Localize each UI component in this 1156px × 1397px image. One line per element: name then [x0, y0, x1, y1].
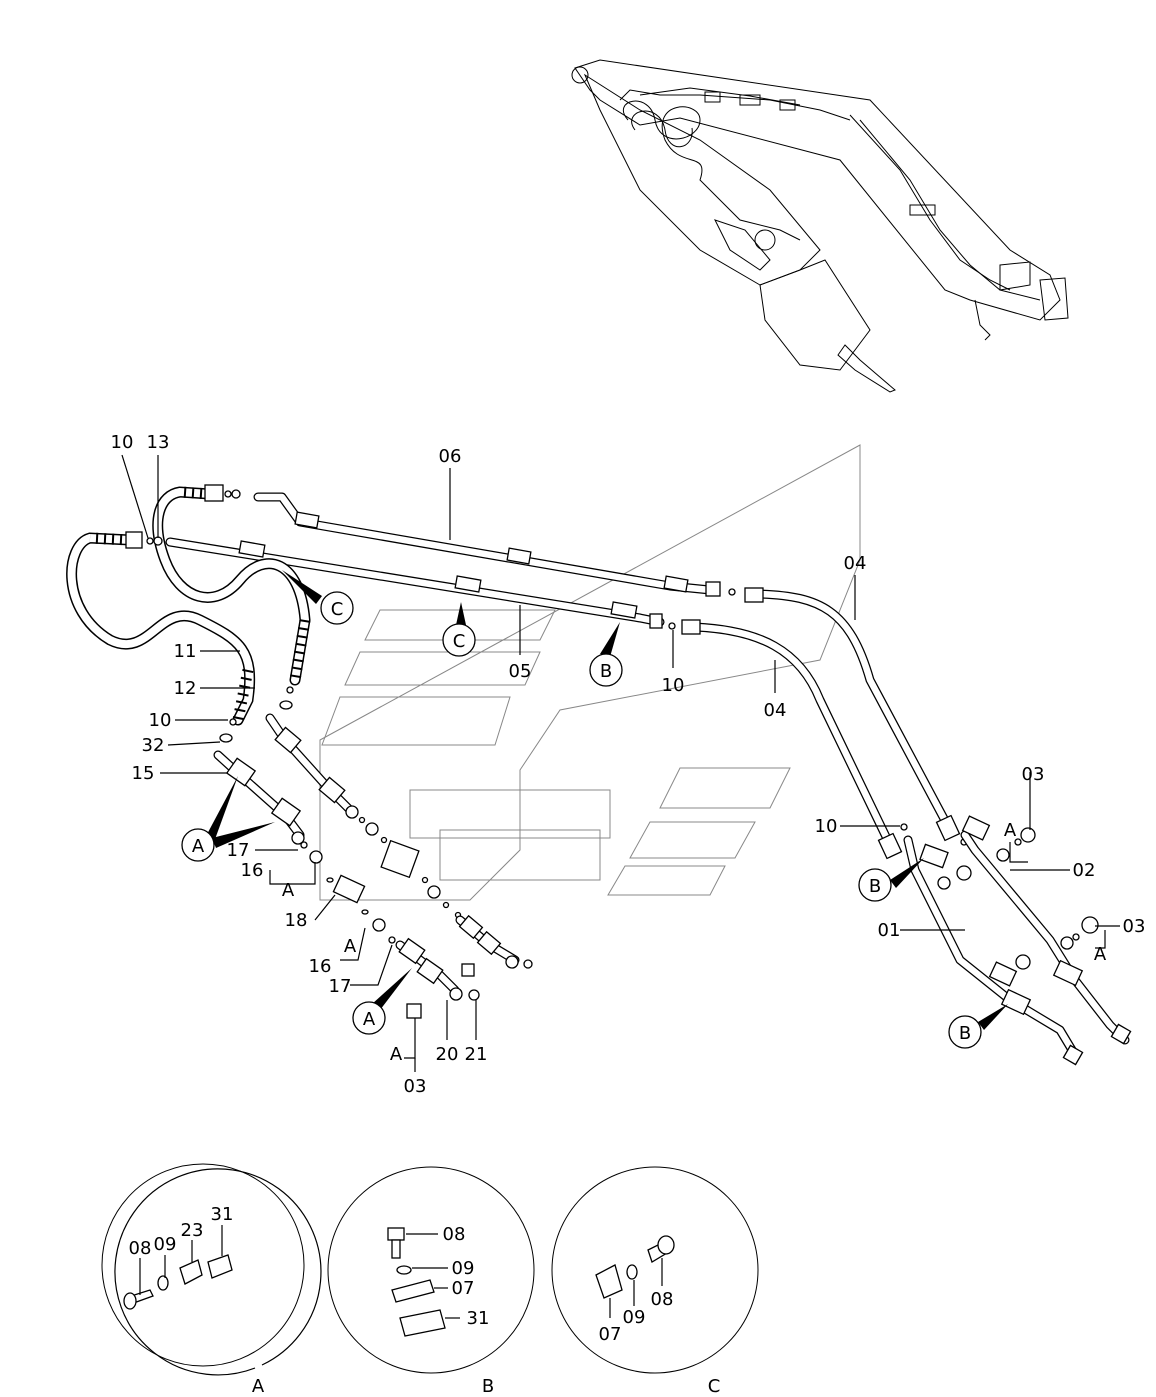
detail-a: 08 09 23 31 A — [101, 1163, 322, 1397]
detail-b-label-08: 08 — [443, 1224, 466, 1245]
detail-b-caption: B — [482, 1376, 494, 1397]
svg-text:C: C — [331, 599, 344, 620]
label-15: 15 — [132, 763, 155, 784]
detail-a-caption: A — [252, 1376, 265, 1397]
label-13: 13 — [147, 432, 170, 453]
detail-c-caption: C — [708, 1376, 721, 1397]
detail-a-label-09: 09 — [154, 1234, 177, 1255]
hose-04-left — [681, 619, 903, 860]
callout-a-1: A — [181, 776, 275, 862]
label-02: 02 — [1073, 860, 1096, 881]
svg-text:B: B — [869, 876, 881, 897]
pipe-02 — [960, 815, 1132, 1045]
ref-a-16b: A — [344, 936, 357, 957]
ref-a-03r: A — [1094, 944, 1107, 965]
ref-a-03b: A — [390, 1044, 403, 1065]
label-03-top-right: 03 — [1022, 764, 1045, 785]
detail-c-label-09: 09 — [623, 1307, 646, 1328]
ref-a-16a: A — [282, 880, 295, 901]
callout-b-1: B — [589, 622, 623, 687]
label-10-top: 10 — [111, 432, 134, 453]
detail-a-label-31: 31 — [211, 1204, 234, 1225]
callout-a-2: A — [352, 968, 412, 1035]
hose-11 — [66, 531, 256, 726]
detail-b: 08 09 07 31 B — [327, 1166, 535, 1397]
label-17-a: 17 — [227, 840, 250, 861]
label-03-right: 03 — [1123, 916, 1146, 937]
label-21: 21 — [465, 1044, 488, 1065]
label-04-mid: 04 — [764, 700, 787, 721]
detail-c: 07 09 08 C — [551, 1166, 759, 1397]
detail-b-label-31: 31 — [467, 1308, 490, 1329]
svg-text:B: B — [600, 661, 612, 682]
hose-04-right — [744, 587, 961, 842]
label-03-bottom: 03 — [404, 1076, 427, 1097]
svg-text:A: A — [192, 836, 205, 857]
callout-c-1: C — [282, 570, 354, 625]
callout-b-3: B — [948, 1004, 1008, 1049]
label-10-mid: 10 — [662, 675, 685, 696]
o-rings — [146, 489, 968, 846]
detail-b-label-09: 09 — [452, 1258, 475, 1279]
svg-text:C: C — [453, 631, 466, 652]
detail-a-label-08: 08 — [129, 1238, 152, 1259]
detail-a-label-23: 23 — [181, 1220, 204, 1241]
label-32: 32 — [142, 735, 165, 756]
label-04-right: 04 — [844, 553, 867, 574]
label-11: 11 — [174, 641, 197, 662]
detail-c-label-07: 07 — [599, 1324, 622, 1345]
label-20: 20 — [436, 1044, 459, 1065]
pipe-06 — [253, 492, 721, 597]
label-16-a: 16 — [241, 860, 264, 881]
detail-b-label-07: 07 — [452, 1278, 475, 1299]
svg-text:B: B — [959, 1023, 971, 1044]
label-18: 18 — [285, 910, 308, 931]
part-labels: 06 10 13 04 04 05 10 11 12 10 32 15 17 1… — [111, 432, 1146, 1097]
label-10-left: 10 — [149, 710, 172, 731]
label-10-right: 10 — [815, 816, 838, 837]
ref-a-03tr: A — [1004, 820, 1017, 841]
callout-b-2: B — [858, 858, 924, 902]
pipe-05 — [165, 537, 665, 629]
arm-outline-background — [319, 444, 861, 901]
label-12: 12 — [174, 678, 197, 699]
svg-text:A: A — [363, 1009, 376, 1030]
label-17-b: 17 — [329, 976, 352, 997]
label-05: 05 — [509, 661, 532, 682]
label-01: 01 — [878, 920, 901, 941]
valve-block-assembly — [213, 713, 533, 1019]
label-16-b: 16 — [309, 956, 332, 977]
callout-c-2: C — [442, 602, 476, 657]
excavator-boom-overview — [571, 59, 1069, 393]
detail-c-label-08: 08 — [651, 1289, 674, 1310]
leader-lines — [121, 454, 1120, 1072]
hose-12 — [152, 484, 311, 686]
label-06: 06 — [439, 446, 462, 467]
